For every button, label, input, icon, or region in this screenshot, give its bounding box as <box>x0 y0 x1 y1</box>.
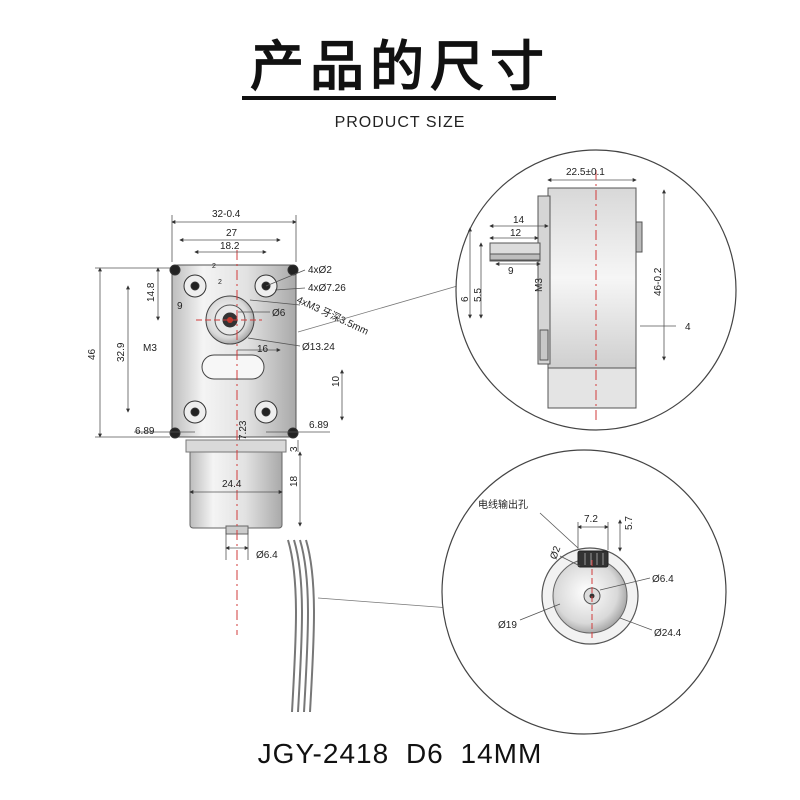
dim-holes-d2: 4xØ2 <box>308 265 332 276</box>
rear-dimension-lines <box>519 512 653 631</box>
dim-shaft-d6: Ø6 <box>272 308 286 319</box>
dim-height-46: 46 <box>87 348 98 360</box>
dim-3: 3 <box>289 446 300 452</box>
model-label: JGY-2418 D6 14MM <box>257 738 543 769</box>
dim-2-side: 2 <box>218 279 222 286</box>
front-dimension-lines <box>95 215 344 560</box>
wire-outlet-pins <box>584 553 604 565</box>
dim-width-overall: 32-0.4 <box>212 209 241 220</box>
motor-flange <box>185 439 287 453</box>
side-dimension-labels: 22.5±0.1 14 12 9 M3 6 5.5 46-0.2 4 <box>460 167 691 333</box>
dim-side-12: 12 <box>510 228 522 239</box>
dim-side-6: 6 <box>460 296 471 302</box>
side-view: 22.5±0.1 14 12 9 M3 6 5.5 46-0.2 4 <box>455 149 737 431</box>
dim-6-89-left: 6.89 <box>135 426 155 437</box>
dim-2-top: 2 <box>212 263 216 270</box>
dim-width-18-2: 18.2 <box>220 241 240 252</box>
dim-6-89-right: 6.89 <box>309 420 329 431</box>
mounting-holes <box>183 274 278 424</box>
dim-width-27: 27 <box>226 228 238 239</box>
dim-side-9: 9 <box>508 266 514 277</box>
dim-rear-d2: Ø2 <box>548 544 563 561</box>
rear-view: 电线输出孔 7.2 5.7 Ø2 Ø6.4 Ø19 Ø24.4 <box>441 449 727 735</box>
side-motor <box>547 367 637 409</box>
dim-rear-d6-4: Ø6.4 <box>652 574 674 585</box>
side-dimension-lines <box>468 178 676 361</box>
screw <box>169 427 181 439</box>
rear-wire-hole-label: 电线输出孔 <box>478 498 528 511</box>
screw <box>287 427 299 439</box>
dim-m3-depth: 4xM3 牙深3.5mm <box>295 294 371 338</box>
dim-rear-5-7: 5.7 <box>624 516 635 530</box>
dim-24-4: 24.4 <box>222 479 242 490</box>
dim-side-5-5: 5.5 <box>473 288 484 302</box>
side-view-parts <box>489 187 643 409</box>
mount-hole <box>261 407 271 417</box>
dim-10: 10 <box>331 375 342 387</box>
dim-height-32-9: 32.9 <box>116 342 127 362</box>
side-shaft-flat <box>489 253 541 261</box>
body-slot <box>201 354 265 380</box>
dim-18: 18 <box>289 475 300 487</box>
dim-side-14: 14 <box>513 215 525 226</box>
side-gearbox <box>547 187 637 369</box>
output-shaft-core <box>227 317 233 323</box>
dim-rear-7-2: 7.2 <box>584 514 598 525</box>
title-underline <box>242 96 556 100</box>
dim-16: 16 <box>257 344 269 355</box>
mount-hole <box>190 281 200 291</box>
dim-holes-d726: 4xØ7.26 <box>308 283 346 294</box>
dim-height-14-8: 14.8 <box>146 282 157 302</box>
screw <box>169 264 181 276</box>
mount-hole <box>190 407 200 417</box>
dim-rear-d24-4: Ø24.4 <box>654 628 682 639</box>
lead-wires <box>287 539 315 713</box>
dim-d6-4: Ø6.4 <box>256 550 278 561</box>
dim-side-46: 46-0.2 <box>653 267 664 296</box>
dim-9: 9 <box>177 301 183 312</box>
rear-dimension-labels: 电线输出孔 7.2 5.7 Ø2 Ø6.4 Ø19 Ø24.4 <box>478 498 682 639</box>
front-view <box>95 215 344 713</box>
side-plate <box>537 195 551 365</box>
dim-boss-d1324: Ø13.24 <box>302 342 335 353</box>
page-subtitle: PRODUCT SIZE <box>334 114 466 131</box>
dim-side-m3: M3 <box>534 278 545 292</box>
side-key <box>635 221 643 253</box>
dim-7-23: 7.23 <box>238 420 249 440</box>
dim-side-4: 4 <box>685 322 691 333</box>
gearbox-body <box>171 264 297 438</box>
side-tab <box>539 329 549 361</box>
dim-m3: M3 <box>143 343 157 354</box>
page-title: 产品的尺寸 <box>250 35 550 98</box>
dim-side-22-5: 22.5±0.1 <box>566 167 605 178</box>
dim-rear-d19: Ø19 <box>498 620 517 631</box>
callout-leaders <box>297 279 479 609</box>
